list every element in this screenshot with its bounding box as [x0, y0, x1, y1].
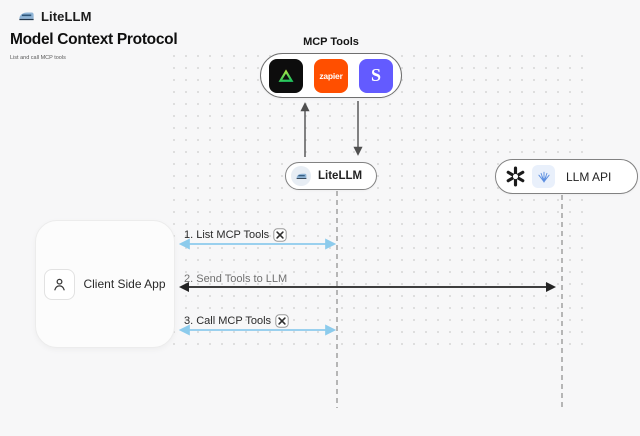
- client-side-app-label: Client Side App: [83, 277, 166, 291]
- litellm-train-icon: [296, 173, 306, 179]
- step3-label-row: 3. Call MCP Tools: [184, 314, 289, 328]
- mcp-tools-node: zapier S: [260, 53, 402, 98]
- mcp-tool-zapier-icon: zapier: [314, 58, 348, 93]
- step1-label: 1. List MCP Tools: [184, 229, 270, 241]
- brand-name: LiteLLM: [41, 9, 92, 24]
- step2-label: 2. Send Tools to LLM: [184, 273, 288, 285]
- llm-api-node: LLM API: [495, 159, 638, 194]
- litellm-node-label: LiteLLM: [318, 170, 363, 182]
- tools-icon: [275, 314, 289, 328]
- blue-fan-glyph: [537, 171, 550, 182]
- tools-icon: [273, 228, 287, 242]
- step3-label: 3. Call MCP Tools: [184, 315, 272, 327]
- mcp-tools-label: MCP Tools: [303, 36, 359, 48]
- litellm-node: LiteLLM: [285, 162, 377, 190]
- llm-api-node-label: LLM API: [566, 169, 612, 184]
- llm-provider-icon: [532, 165, 555, 188]
- mcp-tool-triangle-logo-icon: [269, 58, 303, 93]
- openai-logo-icon: [506, 166, 525, 187]
- litellm-logo-icon: [19, 12, 34, 21]
- litellm-node-icon: [291, 166, 311, 186]
- user-avatar-box: [44, 268, 76, 300]
- step1-label-row: 1. List MCP Tools: [184, 228, 287, 242]
- page-subtitle: List and call MCP tools: [10, 55, 66, 61]
- page-title: Model Context Protocol: [10, 31, 178, 48]
- step2-label-row: 2. Send Tools to LLM: [184, 272, 287, 286]
- app-brand: LiteLLM: [17, 7, 92, 26]
- client-side-app-node: Client Side App: [35, 220, 175, 348]
- mcp-tool-stripe-icon: S: [359, 58, 393, 93]
- person-icon: [54, 278, 66, 290]
- triangle-logo-glyph: [278, 68, 294, 82]
